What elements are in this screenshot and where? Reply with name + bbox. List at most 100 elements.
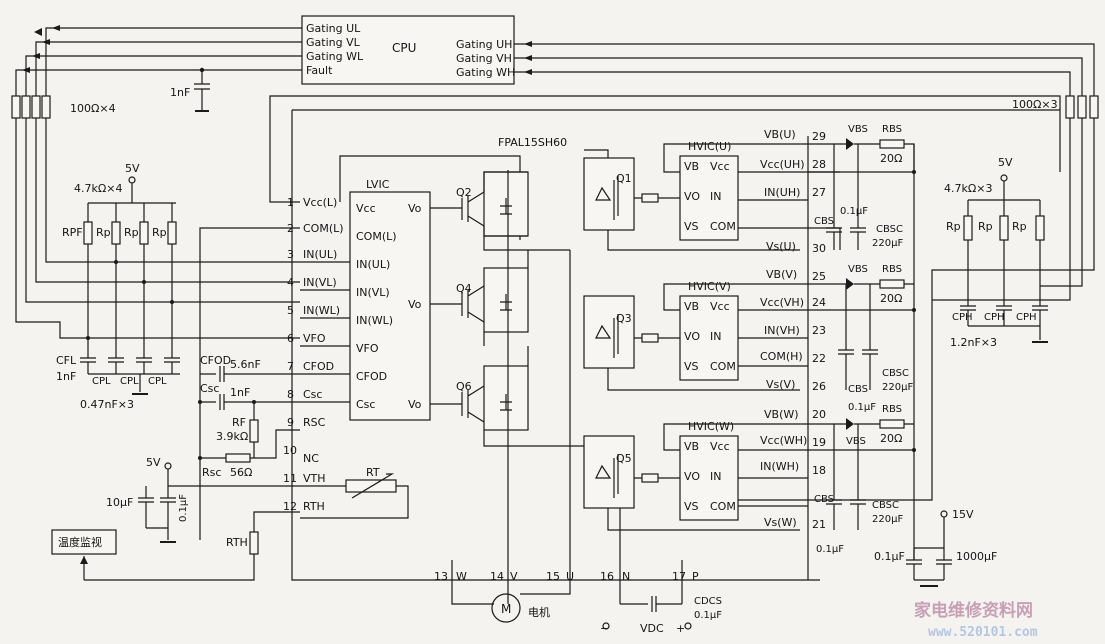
rth-label: RTH — [226, 536, 248, 549]
hvic-u-title: HVIC(U) — [688, 140, 731, 153]
hvic-w-title: HVIC(W) — [688, 420, 734, 433]
vcc-com-wiring — [199, 95, 1061, 581]
vdc-minus: − — [600, 622, 609, 635]
pullup-right-label: 4.7kΩ×3 — [944, 182, 993, 195]
rbs-label-w: RBS — [882, 404, 902, 415]
svg-text:IN(WL): IN(WL) — [356, 314, 393, 327]
svg-text:Vcc(VH): Vcc(VH) — [760, 296, 804, 309]
rbs-label-v: RBS — [882, 264, 902, 275]
cpl-value: 0.47nF×3 — [80, 398, 134, 411]
hvic-v-in: IN — [710, 330, 721, 343]
svg-text:RSC: RSC — [303, 416, 326, 429]
svg-text:28: 28 — [812, 158, 826, 171]
hvic-v — [583, 283, 808, 391]
vdc-label: VDC — [640, 622, 664, 635]
cap-10uf-label: 10μF — [106, 496, 133, 509]
hvic-u-vb: VB — [684, 160, 699, 173]
hvic-u-vcc: Vcc — [710, 160, 730, 173]
svg-text:COM(L): COM(L) — [356, 230, 397, 243]
svg-text:19: 19 — [812, 436, 826, 449]
svg-text:Vs(W): Vs(W) — [764, 516, 797, 529]
v5-bottom-label: 5V — [146, 456, 161, 469]
svg-text:10: 10 — [283, 444, 297, 457]
svg-text:30: 30 — [812, 242, 826, 255]
cph-label-2: CPH — [984, 312, 1005, 323]
cbs-value-w: 0.1μF — [816, 544, 844, 555]
rp-label-2: Rp — [124, 226, 139, 239]
cpu-pin-gating-wh: Gating WH — [456, 66, 515, 79]
svg-text:12: 12 — [283, 500, 297, 513]
watermark-url: www.520101.com — [928, 625, 1038, 640]
supply-15v — [906, 510, 952, 587]
resistor-bank-left — [11, 95, 51, 119]
svg-text:25: 25 — [812, 270, 826, 283]
cph-value: 1.2nF×3 — [950, 336, 997, 349]
cpu-left-arrows — [22, 25, 60, 73]
v5-right-label: 5V — [998, 156, 1013, 169]
svg-text:VFO: VFO — [303, 332, 326, 345]
svg-text:15: 15 — [546, 570, 560, 583]
module-left-pins: 1 Vcc(L) 2 COM(L) 3 IN(UL) 4 IN(VL) 5 IN… — [283, 196, 344, 513]
svg-text:6: 6 — [287, 332, 294, 345]
svg-text:W: W — [456, 570, 467, 583]
svg-text:COM(L): COM(L) — [303, 222, 344, 235]
cbs-value-u: 0.1μF — [840, 206, 868, 217]
signal-lines-left — [15, 118, 300, 395]
svg-text:16: 16 — [600, 570, 614, 583]
svg-text:CFOD: CFOD — [303, 360, 334, 373]
svg-text:8: 8 — [287, 388, 294, 401]
lvic-block — [349, 191, 431, 421]
v15-label: 15V — [952, 508, 974, 521]
lvic-title: LVIC — [366, 178, 390, 191]
hvic-v-vo: VO — [684, 330, 700, 343]
svg-text:U: U — [566, 570, 574, 583]
cpu-pin-gating-vl: Gating VL — [306, 36, 361, 49]
cbsc-value-w: 220μF — [872, 514, 903, 525]
svg-text:Vcc(WH): Vcc(WH) — [760, 434, 807, 447]
cfl-value: 1nF — [56, 370, 76, 383]
svg-text:Vcc(L): Vcc(L) — [303, 196, 337, 209]
q1-label: Q1 — [616, 172, 632, 185]
cbs-label-u: CBS — [814, 216, 834, 227]
v5-left-label: 5V — [125, 162, 140, 175]
svg-text:IN(UL): IN(UL) — [303, 248, 337, 261]
hvic-v-title: HVIC(V) — [688, 280, 731, 293]
rf-value: 3.9kΩ — [216, 430, 248, 443]
cpu-pin-gating-vh: Gating VH — [456, 52, 512, 65]
hvic-w-in: IN — [710, 470, 721, 483]
cfod-value: 5.6nF — [230, 358, 261, 371]
svg-text:IN(UH): IN(UH) — [764, 186, 800, 199]
cpu-pin-gating-wl: Gating WL — [306, 50, 364, 63]
svg-text:11: 11 — [283, 472, 297, 485]
temperature-monitor-box — [51, 529, 117, 555]
motor-symbol: M — [501, 602, 511, 616]
cpu-pin-gating-ul: Gating UL — [306, 22, 361, 35]
cbs-label-v: CBS — [848, 384, 868, 395]
cpu-pin-gating-uh: Gating UH — [456, 38, 512, 51]
svg-text:23: 23 — [812, 324, 826, 337]
svg-text:NC: NC — [303, 452, 319, 465]
vbs-label-v: VBS — [848, 264, 868, 275]
module-bottom-pins: 13 W 14 V 15 U 16 N 17 P — [434, 570, 699, 583]
rpf-label: RPF — [62, 226, 83, 239]
svg-text:Csc: Csc — [356, 398, 375, 411]
svg-text:COM(H): COM(H) — [760, 350, 803, 363]
svg-text:29: 29 — [812, 130, 826, 143]
svg-text:V: V — [510, 570, 518, 583]
watermark-cn: 家电维修资料网 — [914, 600, 1033, 621]
hvic-u-com: COM — [710, 220, 736, 233]
svg-text:27: 27 — [812, 186, 826, 199]
resistor-right-label: 100Ω×3 — [1012, 98, 1058, 111]
svg-text:Vcc(UH): Vcc(UH) — [760, 158, 805, 171]
cbsc-label-v: CBSC — [882, 368, 909, 379]
r20-label-v: 20Ω — [880, 292, 902, 305]
cbsc-value-v: 220μF — [882, 382, 913, 393]
svg-text:7: 7 — [287, 360, 294, 373]
hvic-v-vb: VB — [684, 300, 699, 313]
svg-text:Vo: Vo — [408, 398, 422, 411]
r20-label-w: 20Ω — [880, 432, 902, 445]
cpu-block — [301, 15, 515, 85]
cpu-left-bus — [15, 27, 302, 112]
csc-label: Csc — [200, 382, 219, 395]
